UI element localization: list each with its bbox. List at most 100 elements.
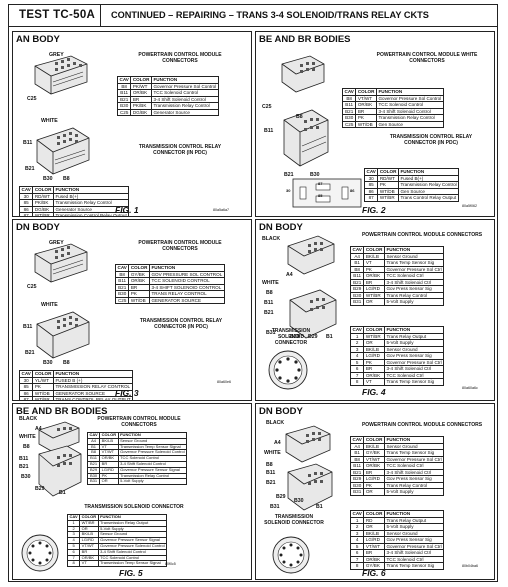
function-cell: Governor Pressure Sol Ctrl xyxy=(383,358,445,366)
relay-pin-86: 86 xyxy=(350,188,355,193)
label-b11: B11 xyxy=(23,324,33,330)
cavity-cell: 1 xyxy=(349,516,365,524)
function-cell: Gen Source xyxy=(375,120,444,128)
solenoid-connector-label: TRANSMISSION SOLENOID CONNECTOR xyxy=(264,514,324,526)
cavity-cell: 6 xyxy=(349,549,365,557)
function-cell: TCC Solenoid Control xyxy=(150,89,219,97)
function-cell: TCC Solenoid Ctrl xyxy=(383,555,445,563)
cavity-cell: B8 xyxy=(116,82,132,90)
wire-color-cell: WT/BR xyxy=(79,519,99,527)
pcm-connectors-label: POWERTRAIN CONTROL MODULE CONNECTORS xyxy=(138,52,222,64)
relay-pin-30: 30 xyxy=(286,188,291,193)
cavity-cell: 87 xyxy=(18,212,34,216)
grey-connector-drawing xyxy=(34,55,88,95)
cavity-cell: B31 xyxy=(349,298,365,306)
pcm-connectors-label: POWERTRAIN CONTROL MODULE CONNECTORS xyxy=(97,416,181,428)
column-header: FUNCTION xyxy=(375,88,444,96)
wire-color-cell: WT/BR xyxy=(32,212,54,216)
column-header: COLOR xyxy=(32,186,54,194)
label-c25: C25 xyxy=(262,104,272,110)
column-header: CAV xyxy=(18,370,34,378)
function-cell: Trans Control Relay Output xyxy=(397,194,460,202)
label-b21: B21 xyxy=(284,172,294,178)
cavity-cell: B31 xyxy=(86,478,101,486)
column-header: COLOR xyxy=(363,510,385,518)
function-cell: Governor Pressure Solenoid Control xyxy=(97,542,168,550)
column-header: COLOR xyxy=(363,436,385,444)
function-cell: Transmission Control Relay Output xyxy=(52,212,130,217)
function-cell: Trans Relay Output xyxy=(383,516,445,524)
wire-color-cell: OR/BK xyxy=(79,554,99,562)
function-cell: 3-4 Shift Solenoid Control xyxy=(150,95,219,103)
label-b29: B29 xyxy=(276,494,286,500)
black-connector-drawing xyxy=(38,421,80,453)
black-connector-drawing xyxy=(285,425,331,463)
function-cell: Transmission Relay Control xyxy=(397,181,460,189)
pcm-connectors-label: POWERTRAIN CONTROL MODULE WHITE CONNECTO… xyxy=(376,52,478,64)
cavity-cell: C25 xyxy=(341,120,357,128)
label-b11: B11 xyxy=(19,456,29,462)
column-header: COLOR xyxy=(79,514,99,521)
label-a4: A4 xyxy=(35,426,42,432)
function-cell: 5-Volt Supply xyxy=(117,478,188,486)
function-cell: Transmission Relay Control xyxy=(375,114,444,122)
label-b29: B29 xyxy=(308,334,318,340)
figure-code: 80a5a6a7 xyxy=(213,208,229,212)
cavity-cell: B11 xyxy=(116,89,132,97)
relay-pin-85: 85 xyxy=(318,193,323,198)
label-b11: B11 xyxy=(264,300,274,306)
column-header: CAV xyxy=(341,88,357,96)
function-cell: TCC Solenoid Control xyxy=(375,101,444,109)
white-connector-drawing xyxy=(289,289,337,339)
figure-code: 80a5f062 xyxy=(462,204,477,208)
column-header: COLOR xyxy=(363,246,385,254)
label-b31: B31 xyxy=(266,330,276,336)
panel-title: DN BODY xyxy=(259,406,303,417)
column-header: COLOR xyxy=(128,264,150,272)
label-b21: B21 xyxy=(266,480,276,486)
panel-be-br-bodies: BE AND BR BODIES C25 B8 B11 B21 B30 xyxy=(255,31,495,217)
wire-color-cell: WT/BR xyxy=(377,194,399,202)
column-header: CAV xyxy=(349,246,365,254)
column-header: COLOR xyxy=(363,326,385,334)
solenoid-connector-label: TRANSMISSION SOLENOID CONNECTOR xyxy=(84,504,184,510)
function-cell: 3-4 Shift Solenoid Control xyxy=(375,107,444,115)
figure-caption: FIG. 1 xyxy=(115,205,139,215)
function-cell: Transmission Temp Sensor Signal xyxy=(97,560,168,568)
label-b11: B11 xyxy=(23,140,33,146)
relay-connector-label: TRANSMISSION CONTROL RELAY CONNECTOR (IN… xyxy=(138,144,222,156)
wire-color-cell: WT/BR xyxy=(32,396,54,400)
cavity-cell: 3 xyxy=(349,529,365,537)
cavity-cell: C25 xyxy=(116,108,132,116)
wire-color-cell: WT/DB xyxy=(355,120,377,128)
panel-be-br-bodies-solenoid: BE AND BR BODIES BLACK A4 WHITE B8 B11 B… xyxy=(12,403,252,580)
column-header: COLOR xyxy=(32,370,54,378)
white-connector-drawing xyxy=(36,311,90,359)
column-header: COLOR xyxy=(355,88,377,96)
wire-color-cell: VT xyxy=(363,378,385,386)
wire-color-cell: OR xyxy=(363,298,385,306)
column-header: CAV xyxy=(363,168,379,176)
pcm-connectors-label: POWERTRAIN CONTROL MODULE CONNECTORS xyxy=(138,240,222,252)
